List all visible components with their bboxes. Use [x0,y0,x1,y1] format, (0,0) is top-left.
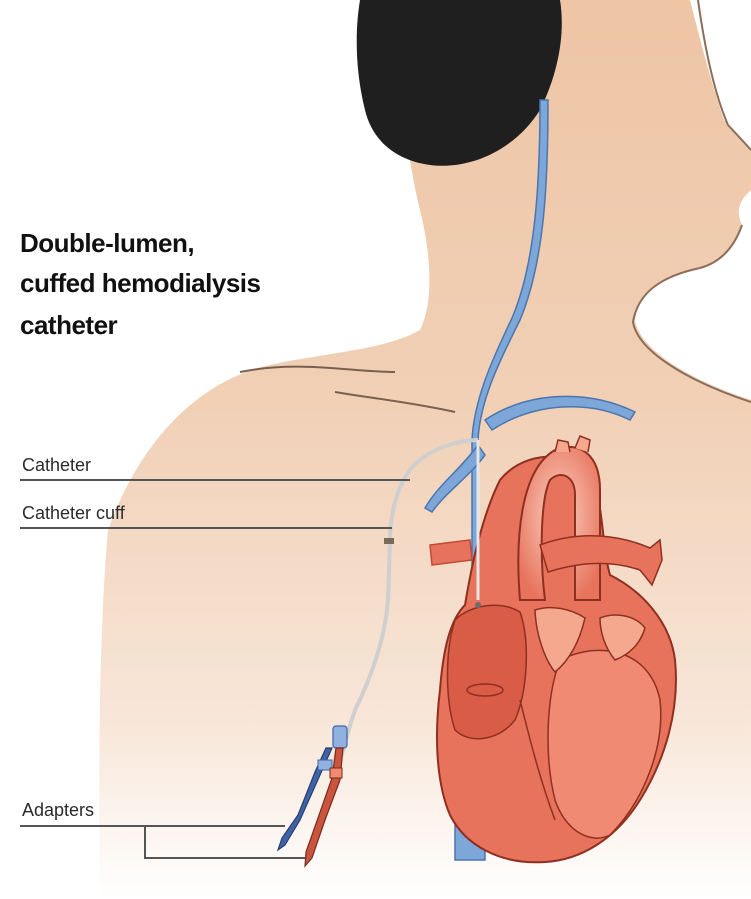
right-atrium [448,605,527,738]
pulmonary-artery-left [430,540,472,565]
label-adapters: Adapters [22,800,94,821]
catheter-tip [475,602,481,608]
catheter-cuff [384,538,394,544]
label-catheter: Catheter [22,455,91,476]
title-line-2: cuffed hemodialysis [20,268,260,299]
title-line-3: catheter [20,310,117,341]
title-line-1: Double-lumen, [20,228,194,259]
label-catheter-cuff: Catheter cuff [22,503,125,524]
